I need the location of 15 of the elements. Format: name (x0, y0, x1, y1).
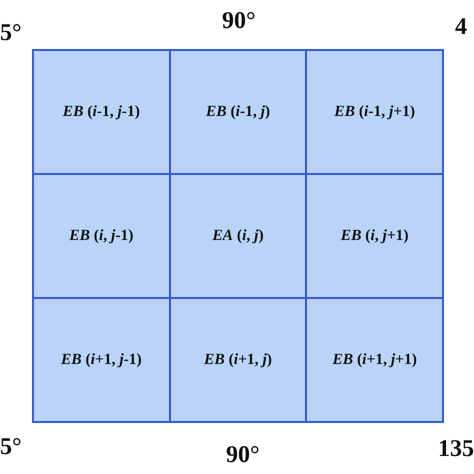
grid-cell: EB (i, j+1) (306, 174, 443, 298)
grid-cell: EB (i+1, j+1) (306, 298, 443, 422)
angle-label: 4 (455, 14, 467, 41)
angle-label: 135 (438, 436, 474, 463)
grid-cell: EB (i+1, j) (170, 298, 306, 422)
grid-cell: EA (i, j) (170, 174, 306, 298)
grid-cell: EB (i+1, j-1) (33, 298, 170, 422)
angle-label: 90° (226, 442, 260, 469)
grid-cell: EB (i-1, j) (170, 50, 306, 174)
angle-label: 5° (0, 434, 22, 461)
grid-cell: EB (i-1, j-1) (33, 50, 170, 174)
grid-cell: EB (i, j-1) (33, 174, 170, 298)
angle-label: 5° (0, 20, 22, 47)
angle-label: 90° (222, 8, 256, 35)
grid-cell: EB (i-1, j+1) (306, 50, 443, 174)
